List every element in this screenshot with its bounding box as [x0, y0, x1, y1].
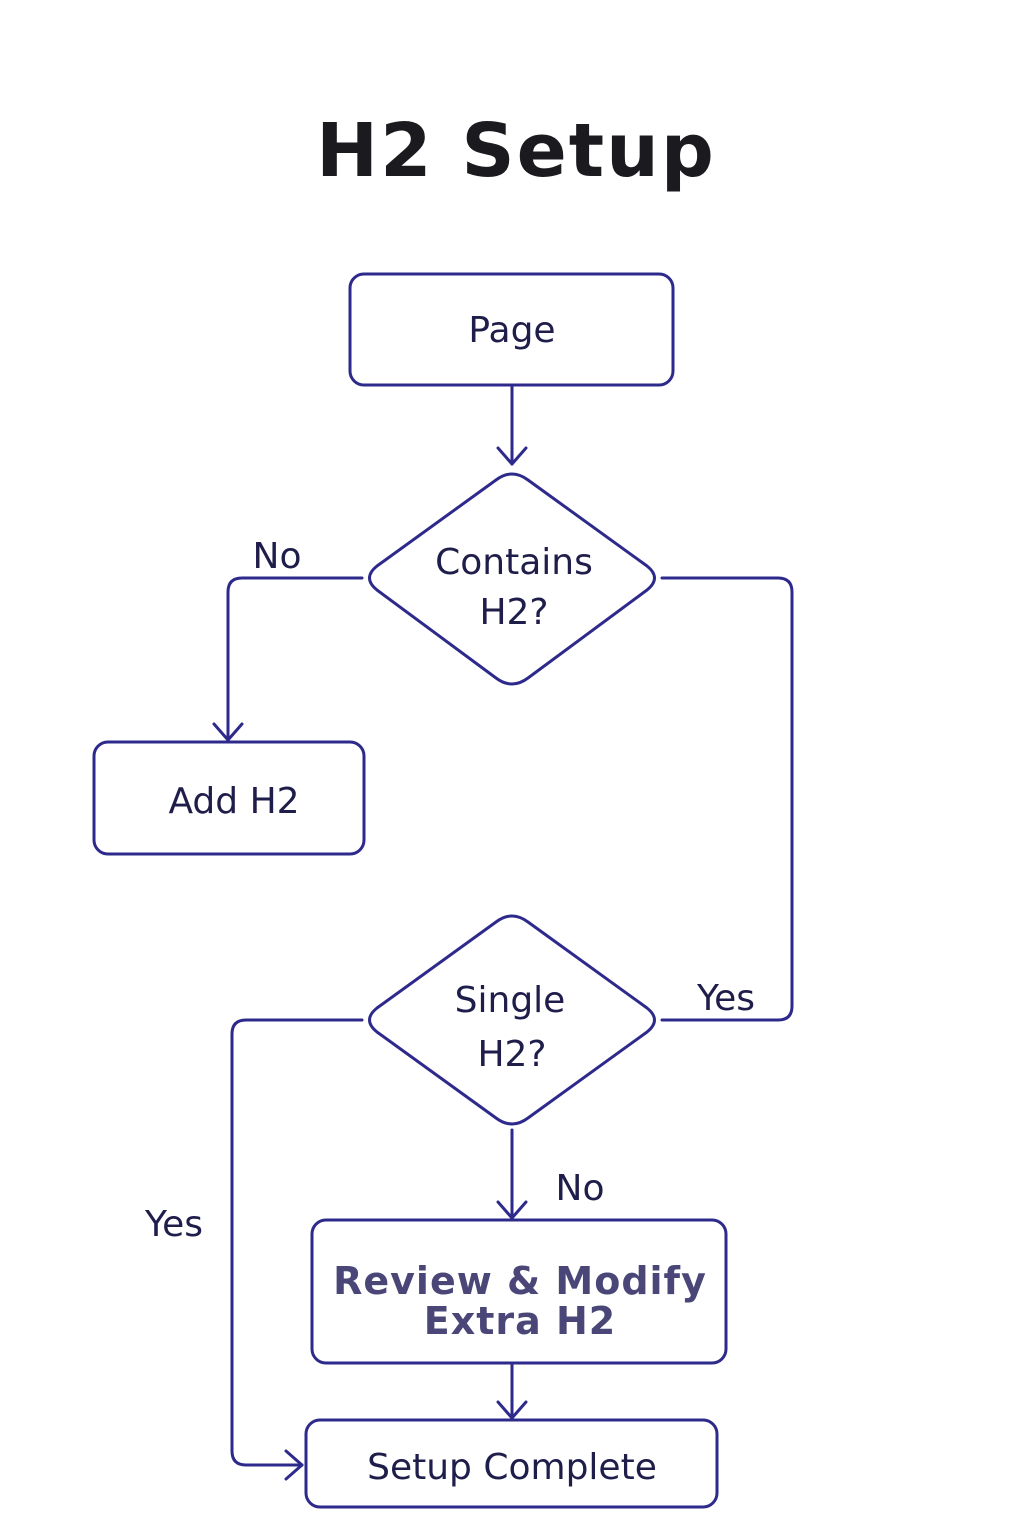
- edge-single-no-to-review: [496, 1128, 528, 1220]
- edge-page-to-contains: [496, 384, 528, 466]
- node-review-modify-line2: Extra H2: [424, 1299, 617, 1343]
- edge-label-contains-no: No: [253, 536, 302, 577]
- edge-label-single-yes: Yes: [144, 1204, 203, 1245]
- edge-contains-no-to-add-h2: [212, 576, 364, 742]
- node-single-h2-decision: Single H2?: [368, 914, 656, 1126]
- node-review-modify: Review & Modify Extra H2: [310, 1218, 728, 1365]
- edge-contains-yes-to-single: [660, 576, 794, 1022]
- node-contains-h2-decision: Contains H2?: [368, 472, 656, 686]
- edge-single-yes-to-complete: [230, 1018, 364, 1481]
- node-contains-h2-line1: Contains: [435, 542, 593, 583]
- edge-label-single-no: No: [556, 1168, 605, 1209]
- node-page-label: Page: [468, 310, 555, 351]
- node-add-h2: Add H2: [92, 740, 366, 856]
- node-setup-complete-label: Setup Complete: [367, 1447, 657, 1488]
- node-contains-h2-line2: H2?: [479, 592, 548, 633]
- node-review-modify-line1: Review & Modify: [333, 1259, 707, 1303]
- node-single-h2-line1: Single: [455, 980, 566, 1021]
- diagram-title: H2 Setup: [316, 108, 716, 194]
- node-setup-complete: Setup Complete: [304, 1418, 719, 1509]
- edge-label-contains-yes: Yes: [696, 978, 755, 1019]
- node-add-h2-label: Add H2: [168, 781, 299, 822]
- edge-review-to-complete: [496, 1362, 528, 1420]
- node-single-h2-line2: H2?: [477, 1034, 546, 1075]
- node-page: Page: [348, 272, 675, 387]
